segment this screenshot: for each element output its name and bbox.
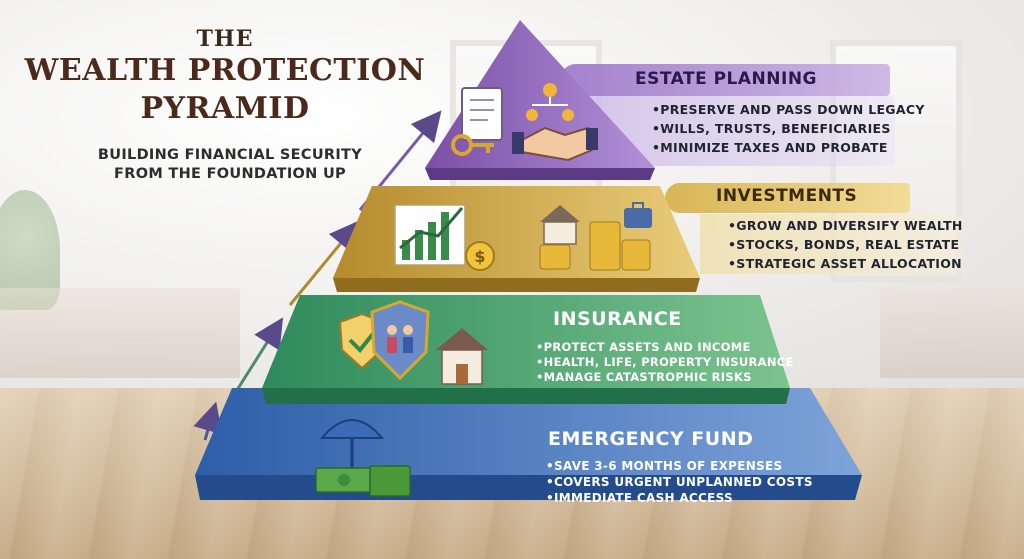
- bullet-item: PROTECT ASSETS AND INCOME: [536, 340, 794, 355]
- bullet-item: COVERS URGENT UNPLANNED COSTS: [546, 474, 813, 490]
- tier-investments: [333, 186, 700, 292]
- title-line-3: PYRAMID: [140, 91, 310, 126]
- subtitle-line-1: BUILDING FINANCIAL SECURITY: [97, 147, 363, 163]
- title-line-1: THE: [196, 26, 254, 52]
- bullet-item: PRESERVE AND PASS DOWN LEGACY: [652, 100, 925, 119]
- subtitle-line-2: FROM THE FOUNDATION UP: [114, 166, 346, 182]
- investments-bullets: GROW AND DIVERSIFY WEALTH STOCKS, BONDS,…: [728, 216, 963, 273]
- investments-label: INVESTMENTS: [716, 186, 858, 206]
- insurance-label: INSURANCE: [553, 308, 682, 330]
- background-desk: [0, 288, 240, 378]
- bullet-item: HEALTH, LIFE, PROPERTY INSURANCE: [536, 355, 794, 370]
- bullet-item: STOCKS, BONDS, REAL ESTATE: [728, 235, 963, 254]
- investments-label-band: [665, 183, 910, 213]
- estate-planning-label: ESTATE PLANNING: [635, 69, 818, 89]
- title-line-2: WEALTH PROTECTION: [24, 53, 426, 88]
- estate-planning-bullets: PRESERVE AND PASS DOWN LEGACY WILLS, TRU…: [652, 100, 925, 157]
- briefcase-icon: [624, 202, 652, 228]
- handshake-icon: [512, 126, 598, 162]
- cash-icon: [315, 465, 411, 497]
- estate-label-band: [560, 64, 890, 96]
- bullet-item: IMMEDIATE CASH ACCESS: [546, 490, 813, 506]
- svg-text:$: $: [474, 247, 485, 266]
- key-icon: [451, 134, 494, 156]
- arrow-3: [288, 220, 360, 306]
- bullet-item: MINIMIZE TAXES AND PROBATE: [652, 138, 925, 157]
- bullet-item: WILLS, TRUSTS, BENEFICIARIES: [652, 119, 925, 138]
- background-desk: [880, 288, 1024, 378]
- family-tree-icon: [526, 83, 574, 121]
- umbrella-icon: [319, 419, 385, 480]
- house-icon: [540, 205, 580, 245]
- title-block: THE WEALTH PROTECTION PYRAMID: [20, 26, 430, 128]
- coin-stack-icon: [539, 221, 651, 271]
- family-shield-icon: [370, 300, 430, 381]
- house-icon: [436, 328, 488, 385]
- growth-chart-icon: [394, 204, 466, 266]
- dollar-coin-icon: $: [465, 241, 495, 271]
- document-icon: [461, 87, 503, 141]
- bullet-item: MANAGE CATASTROPHIC RISKS: [536, 370, 794, 385]
- bullet-item: GROW AND DIVERSIFY WEALTH: [728, 216, 963, 235]
- emergency-fund-label: EMERGENCY FUND: [548, 428, 754, 450]
- bullet-item: SAVE 3-6 MONTHS OF EXPENSES: [546, 458, 813, 474]
- insurance-bullets: PROTECT ASSETS AND INCOME HEALTH, LIFE, …: [536, 340, 794, 385]
- arrow-1: [193, 401, 223, 441]
- bullet-item: STRATEGIC ASSET ALLOCATION: [728, 254, 963, 273]
- subtitle: BUILDING FINANCIAL SECURITY FROM THE FOU…: [50, 146, 410, 184]
- emergency-fund-bullets: SAVE 3-6 MONTHS OF EXPENSES COVERS URGEN…: [546, 458, 813, 506]
- arrow-2: [230, 317, 284, 399]
